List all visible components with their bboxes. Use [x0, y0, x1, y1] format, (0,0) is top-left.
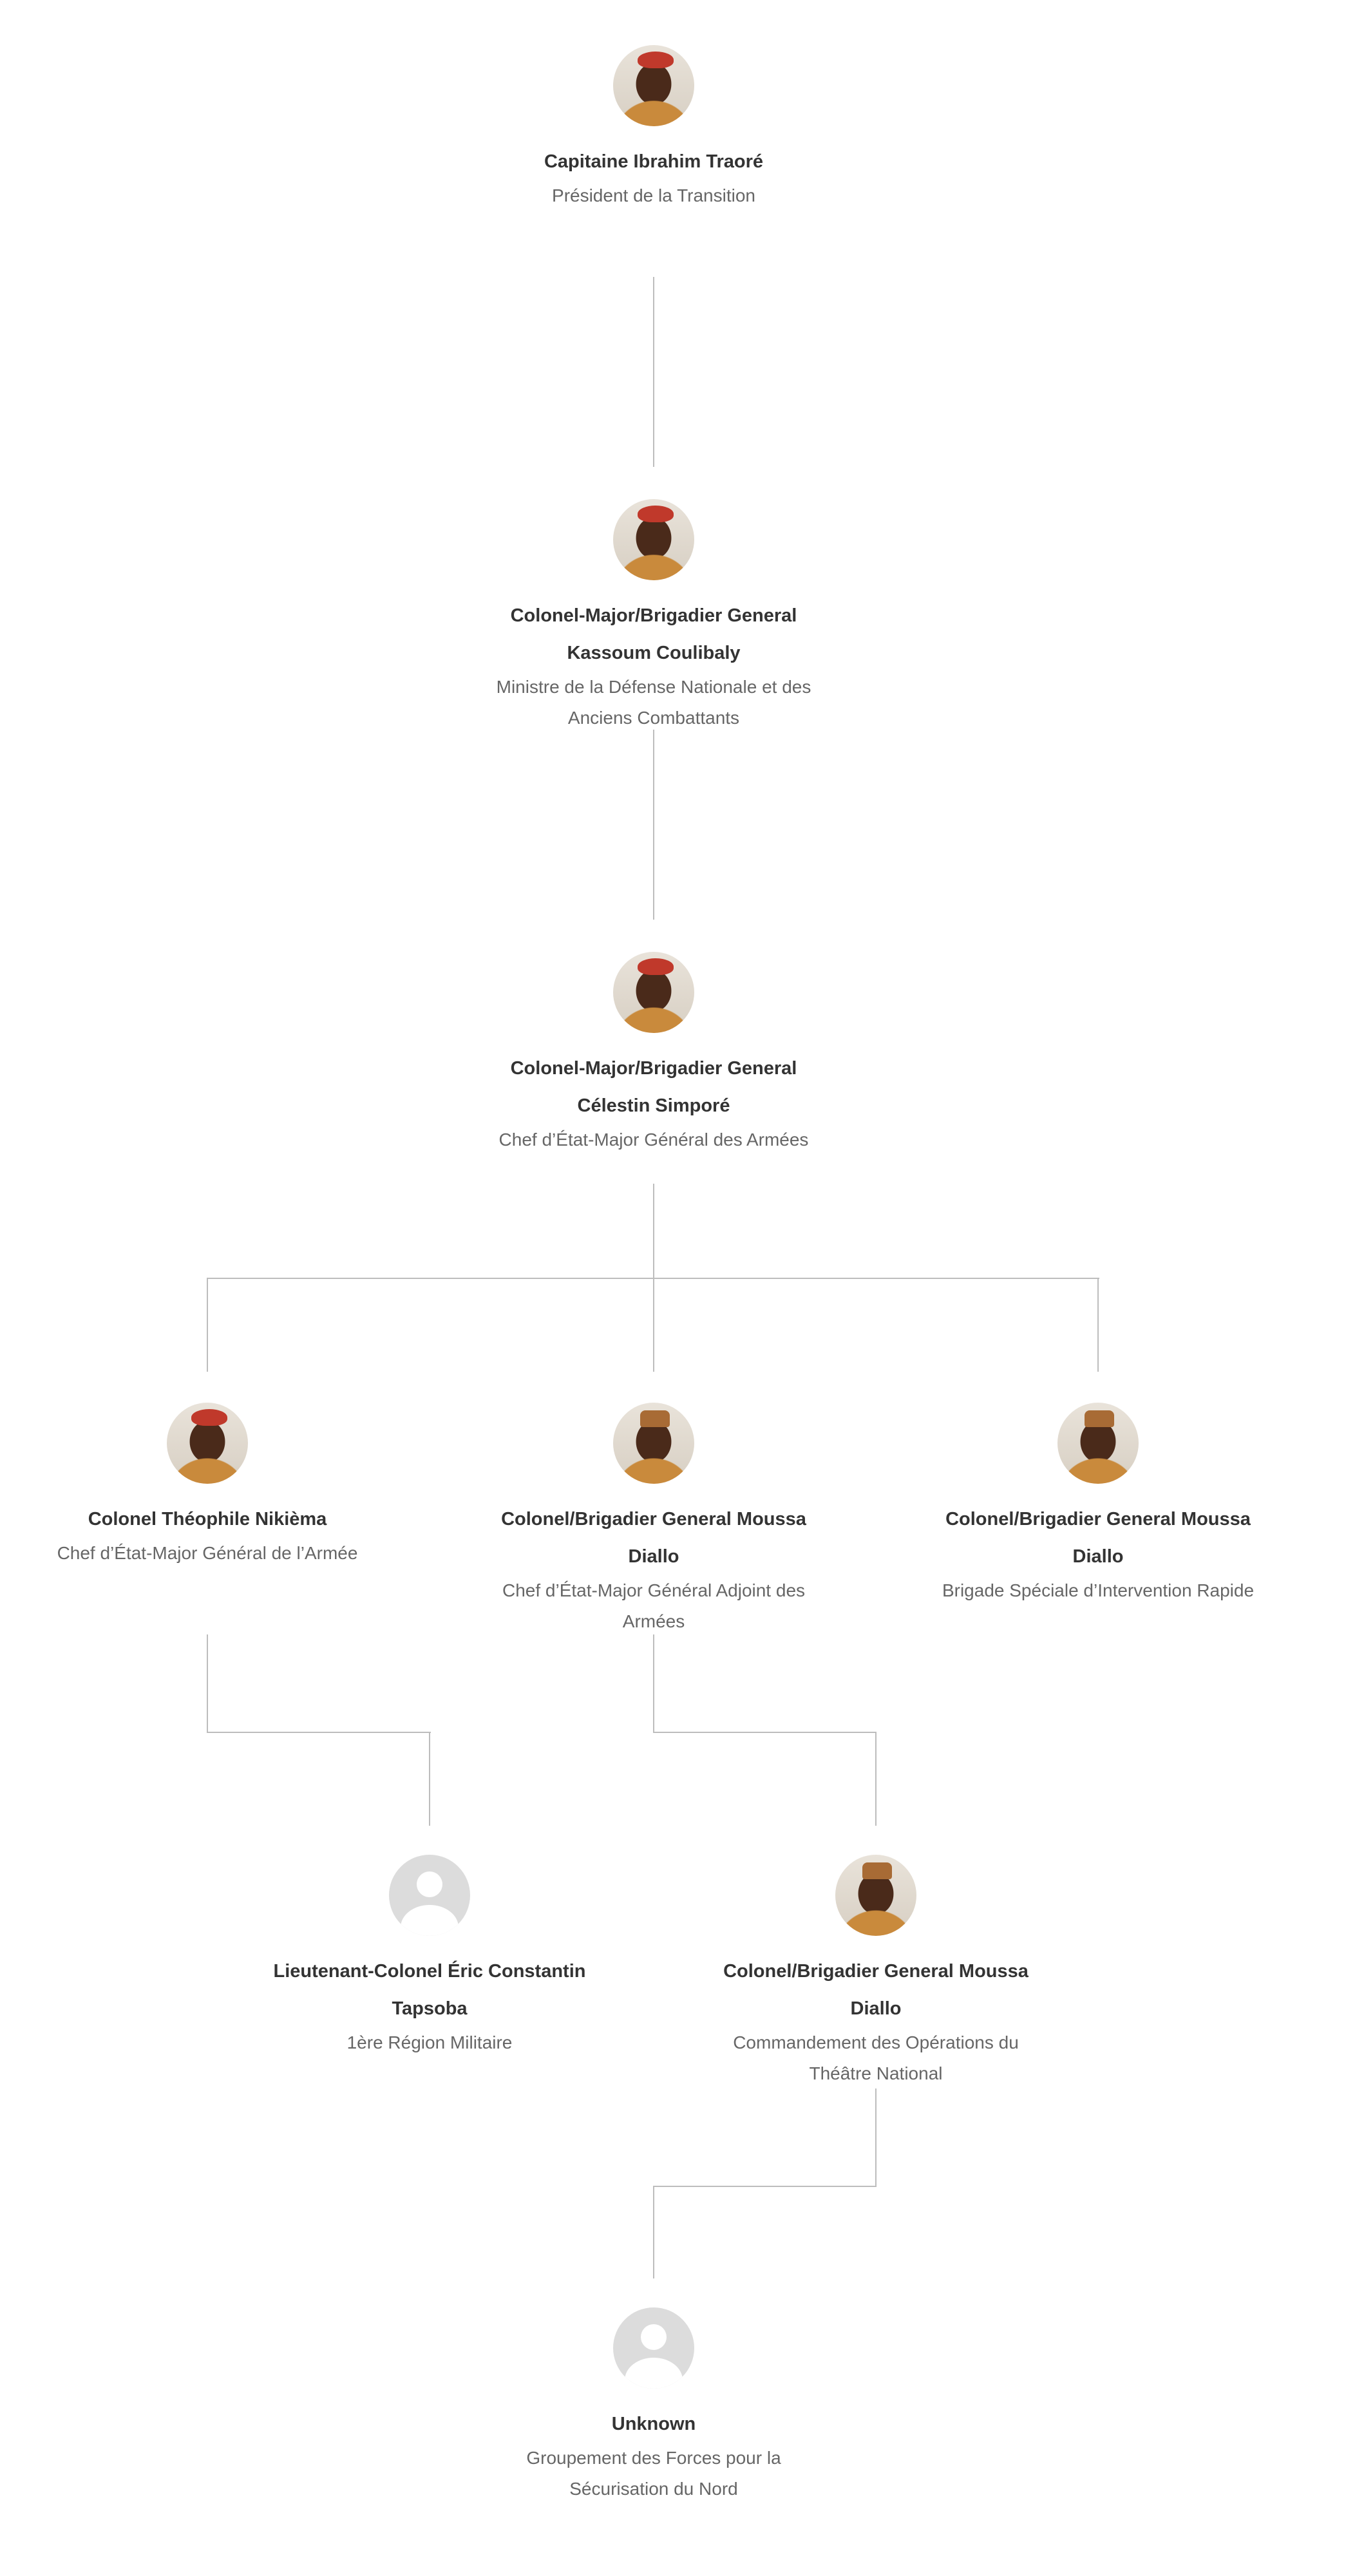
placeholder-body-icon: [625, 2358, 683, 2389]
placeholder-head-icon: [417, 1871, 442, 1897]
person-name: Diallo: [628, 1546, 679, 1567]
person-role: Ministre de la Défense Nationale et des: [496, 677, 811, 697]
connector-line: [1097, 1278, 1099, 1372]
avatar-placeholder-icon: [613, 2307, 694, 2389]
connector-line: [653, 277, 654, 467]
connector-line: [653, 1634, 654, 1732]
avatar: [613, 45, 694, 126]
connector-line: [875, 2088, 877, 2186]
avatar: [613, 1403, 694, 1484]
beret-icon: [191, 1409, 227, 1426]
connector-line: [653, 1732, 877, 1733]
beret-icon: [638, 506, 674, 522]
person-role: Chef d’État-Major Général Adjoint des: [502, 1580, 806, 1600]
connector-line: [429, 1732, 430, 1826]
person-name: Colonel Théophile Nikièma: [88, 1509, 327, 1530]
person-name: Colonel/Brigadier General Moussa: [945, 1509, 1251, 1530]
connector-line: [207, 1634, 208, 1732]
person-name: Lieutenant-Colonel Éric Constantin: [273, 1961, 586, 1982]
avatar: [1057, 1403, 1139, 1484]
person-name: Kassoum Coulibaly: [567, 643, 741, 663]
connector-line: [207, 1278, 208, 1372]
person-name: Célestin Simporé: [577, 1095, 730, 1116]
person-role: Président de la Transition: [552, 185, 755, 205]
connector-line: [653, 730, 654, 920]
avatar: [613, 952, 694, 1033]
person-name: Diallo: [850, 1998, 902, 2019]
person-name: Tapsoba: [392, 1998, 468, 2019]
person-role: Théâtre National: [809, 2063, 943, 2083]
placeholder-body-icon: [401, 1905, 459, 1936]
person-role: Brigade Spéciale d’Intervention Rapide: [942, 1580, 1255, 1600]
person-role: Sécurisation du Nord: [569, 2479, 738, 2499]
connector-line: [207, 1732, 431, 1733]
person-name: Colonel-Major/Brigadier General: [510, 605, 797, 626]
beret-icon: [638, 52, 674, 68]
avatar: [167, 1403, 248, 1484]
person-role: Commandement des Opérations du: [733, 2032, 1019, 2052]
person-name: Colonel/Brigadier General Moussa: [723, 1961, 1028, 1982]
connector-line: [653, 2186, 877, 2187]
connector-line: [875, 1732, 877, 1826]
beret-icon: [638, 958, 674, 975]
person-name: Colonel/Brigadier General Moussa: [501, 1509, 806, 1530]
person-role: Chef d’État-Major Général de l’Armée: [57, 1543, 358, 1563]
person-role: Chef d’État-Major Général des Armées: [498, 1130, 809, 1150]
placeholder-head-icon: [641, 2324, 667, 2350]
avatar: [835, 1855, 916, 1936]
avatar-placeholder-icon: [389, 1855, 470, 1936]
person-role: Anciens Combattants: [567, 708, 740, 728]
person-name: Capitaine Ibrahim Traoré: [544, 151, 764, 172]
person-name: Colonel-Major/Brigadier General: [510, 1058, 797, 1079]
person-role: 1ère Région Militaire: [346, 2032, 513, 2052]
person-role: Armées: [622, 1611, 685, 1631]
connector-line: [653, 2186, 654, 2278]
cap-icon: [1085, 1410, 1114, 1427]
person-role: Groupement des Forces pour la: [526, 2448, 781, 2468]
cap-icon: [862, 1862, 892, 1879]
person-name: Diallo: [1072, 1546, 1124, 1567]
cap-icon: [640, 1410, 670, 1427]
avatar: [613, 499, 694, 580]
connector-line: [207, 1278, 1099, 1279]
person-name: Unknown: [611, 2414, 696, 2434]
